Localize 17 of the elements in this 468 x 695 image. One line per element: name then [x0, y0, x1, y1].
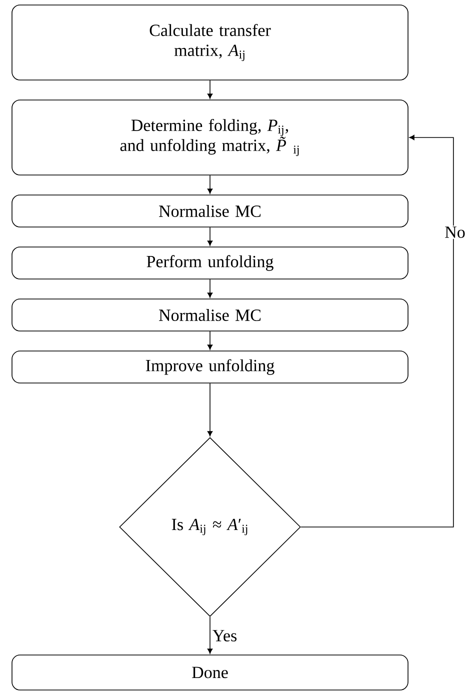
edge-label: No: [445, 226, 465, 238]
arrow: [300, 134, 454, 528]
process-box: Perform unfolding: [12, 246, 408, 280]
arrow: [207, 175, 213, 194]
arrow: [207, 279, 213, 298]
process-box: Done: [12, 654, 408, 690]
edge-label: Yes: [212, 630, 237, 642]
arrow: [207, 616, 213, 654]
arrow: [207, 227, 213, 246]
process-box: Improve unfolding: [12, 350, 408, 384]
process-box: Normalise MC: [12, 194, 408, 228]
process-box: Determine folding, P$_{ij}$, and unfolding matrix, P̃$_{ij}$: [12, 100, 408, 176]
arrow: [207, 383, 213, 436]
process-box: Calculate transfer matrix, A$_{ij}$: [12, 4, 408, 80]
arrow: [207, 331, 213, 350]
arrow: [207, 80, 213, 99]
process-box: Normalise MC: [12, 298, 408, 332]
